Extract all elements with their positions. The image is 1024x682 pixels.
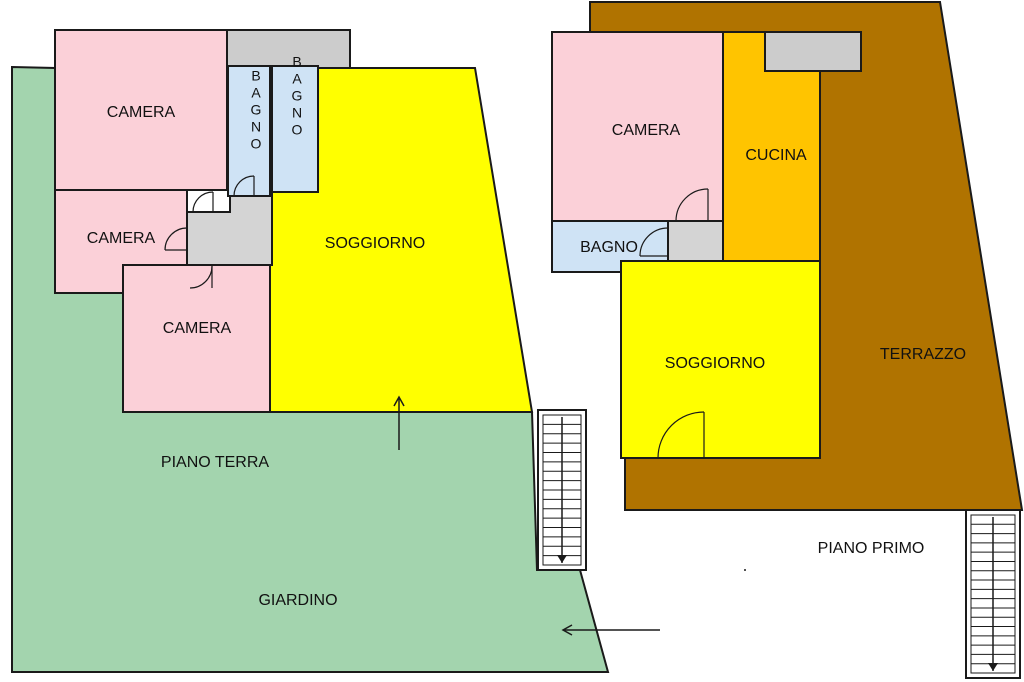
arrow-down-icon [557, 555, 567, 563]
label-cucina: CUCINA [745, 147, 807, 164]
staircase-ground [537, 409, 587, 571]
label-bagno-2: BAGNO [289, 54, 305, 139]
arrow-left-icon [561, 624, 660, 636]
label-bagno-1: BAGNO [248, 68, 264, 153]
hallway [186, 195, 273, 266]
room-camera-first [551, 31, 724, 222]
stair-inner-frame [970, 514, 1016, 674]
label-soggiorno-ground: SOGGIORNO [325, 235, 425, 252]
label-piano-terra: PIANO TERRA [161, 454, 270, 471]
hallway-first [667, 220, 724, 262]
staircase-first [965, 509, 1021, 679]
label-camera-2: CAMERA [87, 230, 156, 247]
arrow-up-icon [393, 395, 405, 450]
label-soggiorno-first: SOGGIORNO [665, 355, 765, 372]
label-camera-1: CAMERA [107, 104, 176, 121]
label-bagno-first: BAGNO [580, 239, 638, 256]
room-soggiorno-ground [269, 67, 534, 413]
door-swings-first [639, 188, 709, 459]
room-bagno-1 [227, 65, 271, 197]
kitchen-cabinet [764, 31, 862, 72]
arrow-down-icon [988, 663, 998, 671]
label-giardino: GIARDINO [258, 592, 337, 609]
label-camera-3: CAMERA [163, 320, 232, 337]
label-piano-primo: PIANO PRIMO [818, 540, 925, 557]
dot-mark [744, 569, 746, 571]
room-soggiorno-first [620, 260, 821, 459]
label-terrazzo: TERRAZZO [880, 346, 966, 363]
cabinet-strip [225, 29, 351, 69]
door-swings-ground [164, 175, 255, 289]
label-camera-first: CAMERA [612, 122, 681, 139]
